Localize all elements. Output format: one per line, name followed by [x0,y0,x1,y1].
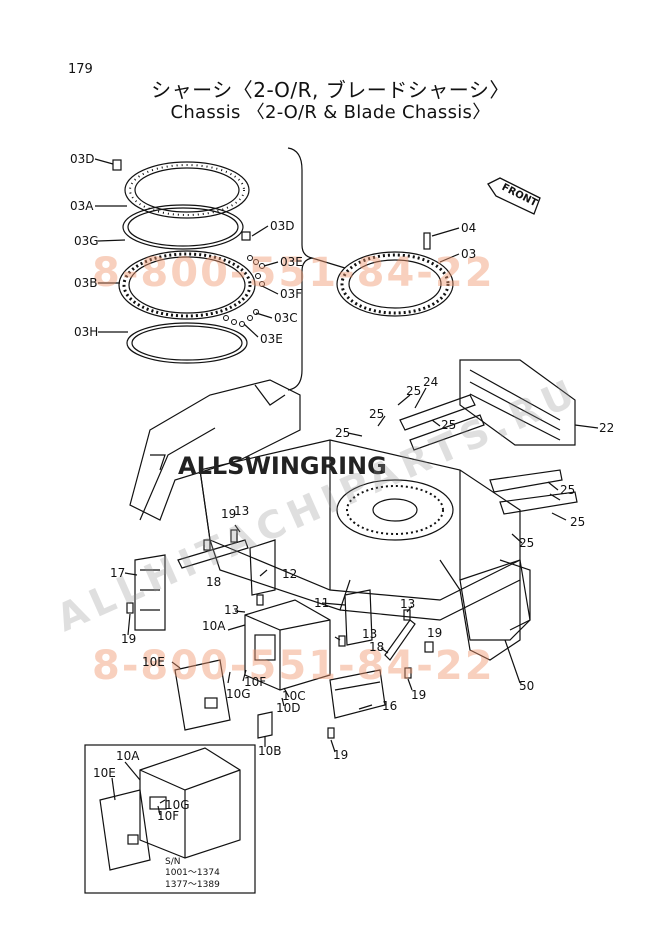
label-10A: 10A [202,619,226,633]
label-25-g: 25 [519,536,535,550]
ring-03G [122,204,244,250]
label-12: 12 [282,567,298,581]
bolt-03D-top [112,159,122,171]
label-25-c: 25 [335,426,351,440]
watermark-phone-bottom: 8-800-551-84-22 [92,643,495,689]
label-16: 16 [382,699,398,713]
label-10C: 10C [282,689,306,703]
label-03B: 03B [74,276,98,290]
front-arrow [487,177,541,215]
title-japanese: シャーシ〈2-O/R, ブレードシャーシ〉 [151,78,510,102]
label-18-a: 18 [206,575,222,589]
bolt-04 [423,232,431,250]
title-english: Chassis 〈2-O/R & Blade Chassis〉 [170,102,491,123]
label-10G: 10G [226,687,251,701]
label-10B: 10B [258,744,282,758]
inset-sn-range-2: 1377～1389 [165,880,220,890]
label-10E: 10E [142,655,165,669]
label-19-b: 19 [121,632,137,646]
label-03E-a: 03E [280,255,303,269]
label-13-a: 13 [234,504,250,518]
label-13-b: 13 [400,597,416,611]
ring-03B [118,250,256,320]
label-17: 17 [110,566,126,580]
label-19-a: 19 [221,507,237,521]
label-03D-a: 03D [70,152,95,166]
label-24: 24 [423,375,439,389]
label-19-d: 19 [411,688,427,702]
page-number: 179 [68,62,93,77]
label-25-e: 25 [560,483,576,497]
label-25-a: 25 [406,384,422,398]
watermark-phone-top: 8-800-551-84-22 [92,250,495,296]
label-22: 22 [599,421,615,435]
label-03: 03 [461,247,477,261]
label-13-c: 13 [224,603,240,617]
label-18-b: 18 [369,640,385,654]
label-11: 11 [314,596,330,610]
chassis-body [124,359,599,753]
label-19-c: 19 [427,626,443,640]
label-03G: 03G [74,234,99,248]
bearing-03 [336,251,454,317]
ring-03H [126,322,248,364]
label-25-b: 25 [369,407,385,421]
inset-label-10E: 10E [93,766,116,780]
label-50: 50 [519,679,535,693]
inset-label-10G: 10G [165,798,190,812]
label-03F: 03F [280,287,303,301]
label-04: 04 [461,221,477,235]
label-03D-b: 03D [270,219,295,233]
label-10F: 10F [244,675,267,689]
inset-label-10A: 10A [116,749,140,763]
label-03H: 03H [74,325,99,339]
inset-label-10F: 10F [157,809,180,823]
label-25-f: 25 [570,515,586,529]
label-03E-b: 03E [260,332,283,346]
label-13-d: 13 [362,627,378,641]
inset-frame [84,744,256,894]
label-10D: 10D [276,701,301,715]
watermark-brand: ALLSWINGRING [178,452,387,480]
label-03C: 03C [274,311,298,325]
label-25-d: 25 [441,418,457,432]
inset-sn-range-1: 1001～1374 [165,868,220,878]
label-19-e: 19 [333,748,349,762]
ring-03A [124,161,250,219]
inset-sn-title: S/N [165,857,181,867]
plug-03D-side [241,231,251,241]
label-03A: 03A [70,199,94,213]
